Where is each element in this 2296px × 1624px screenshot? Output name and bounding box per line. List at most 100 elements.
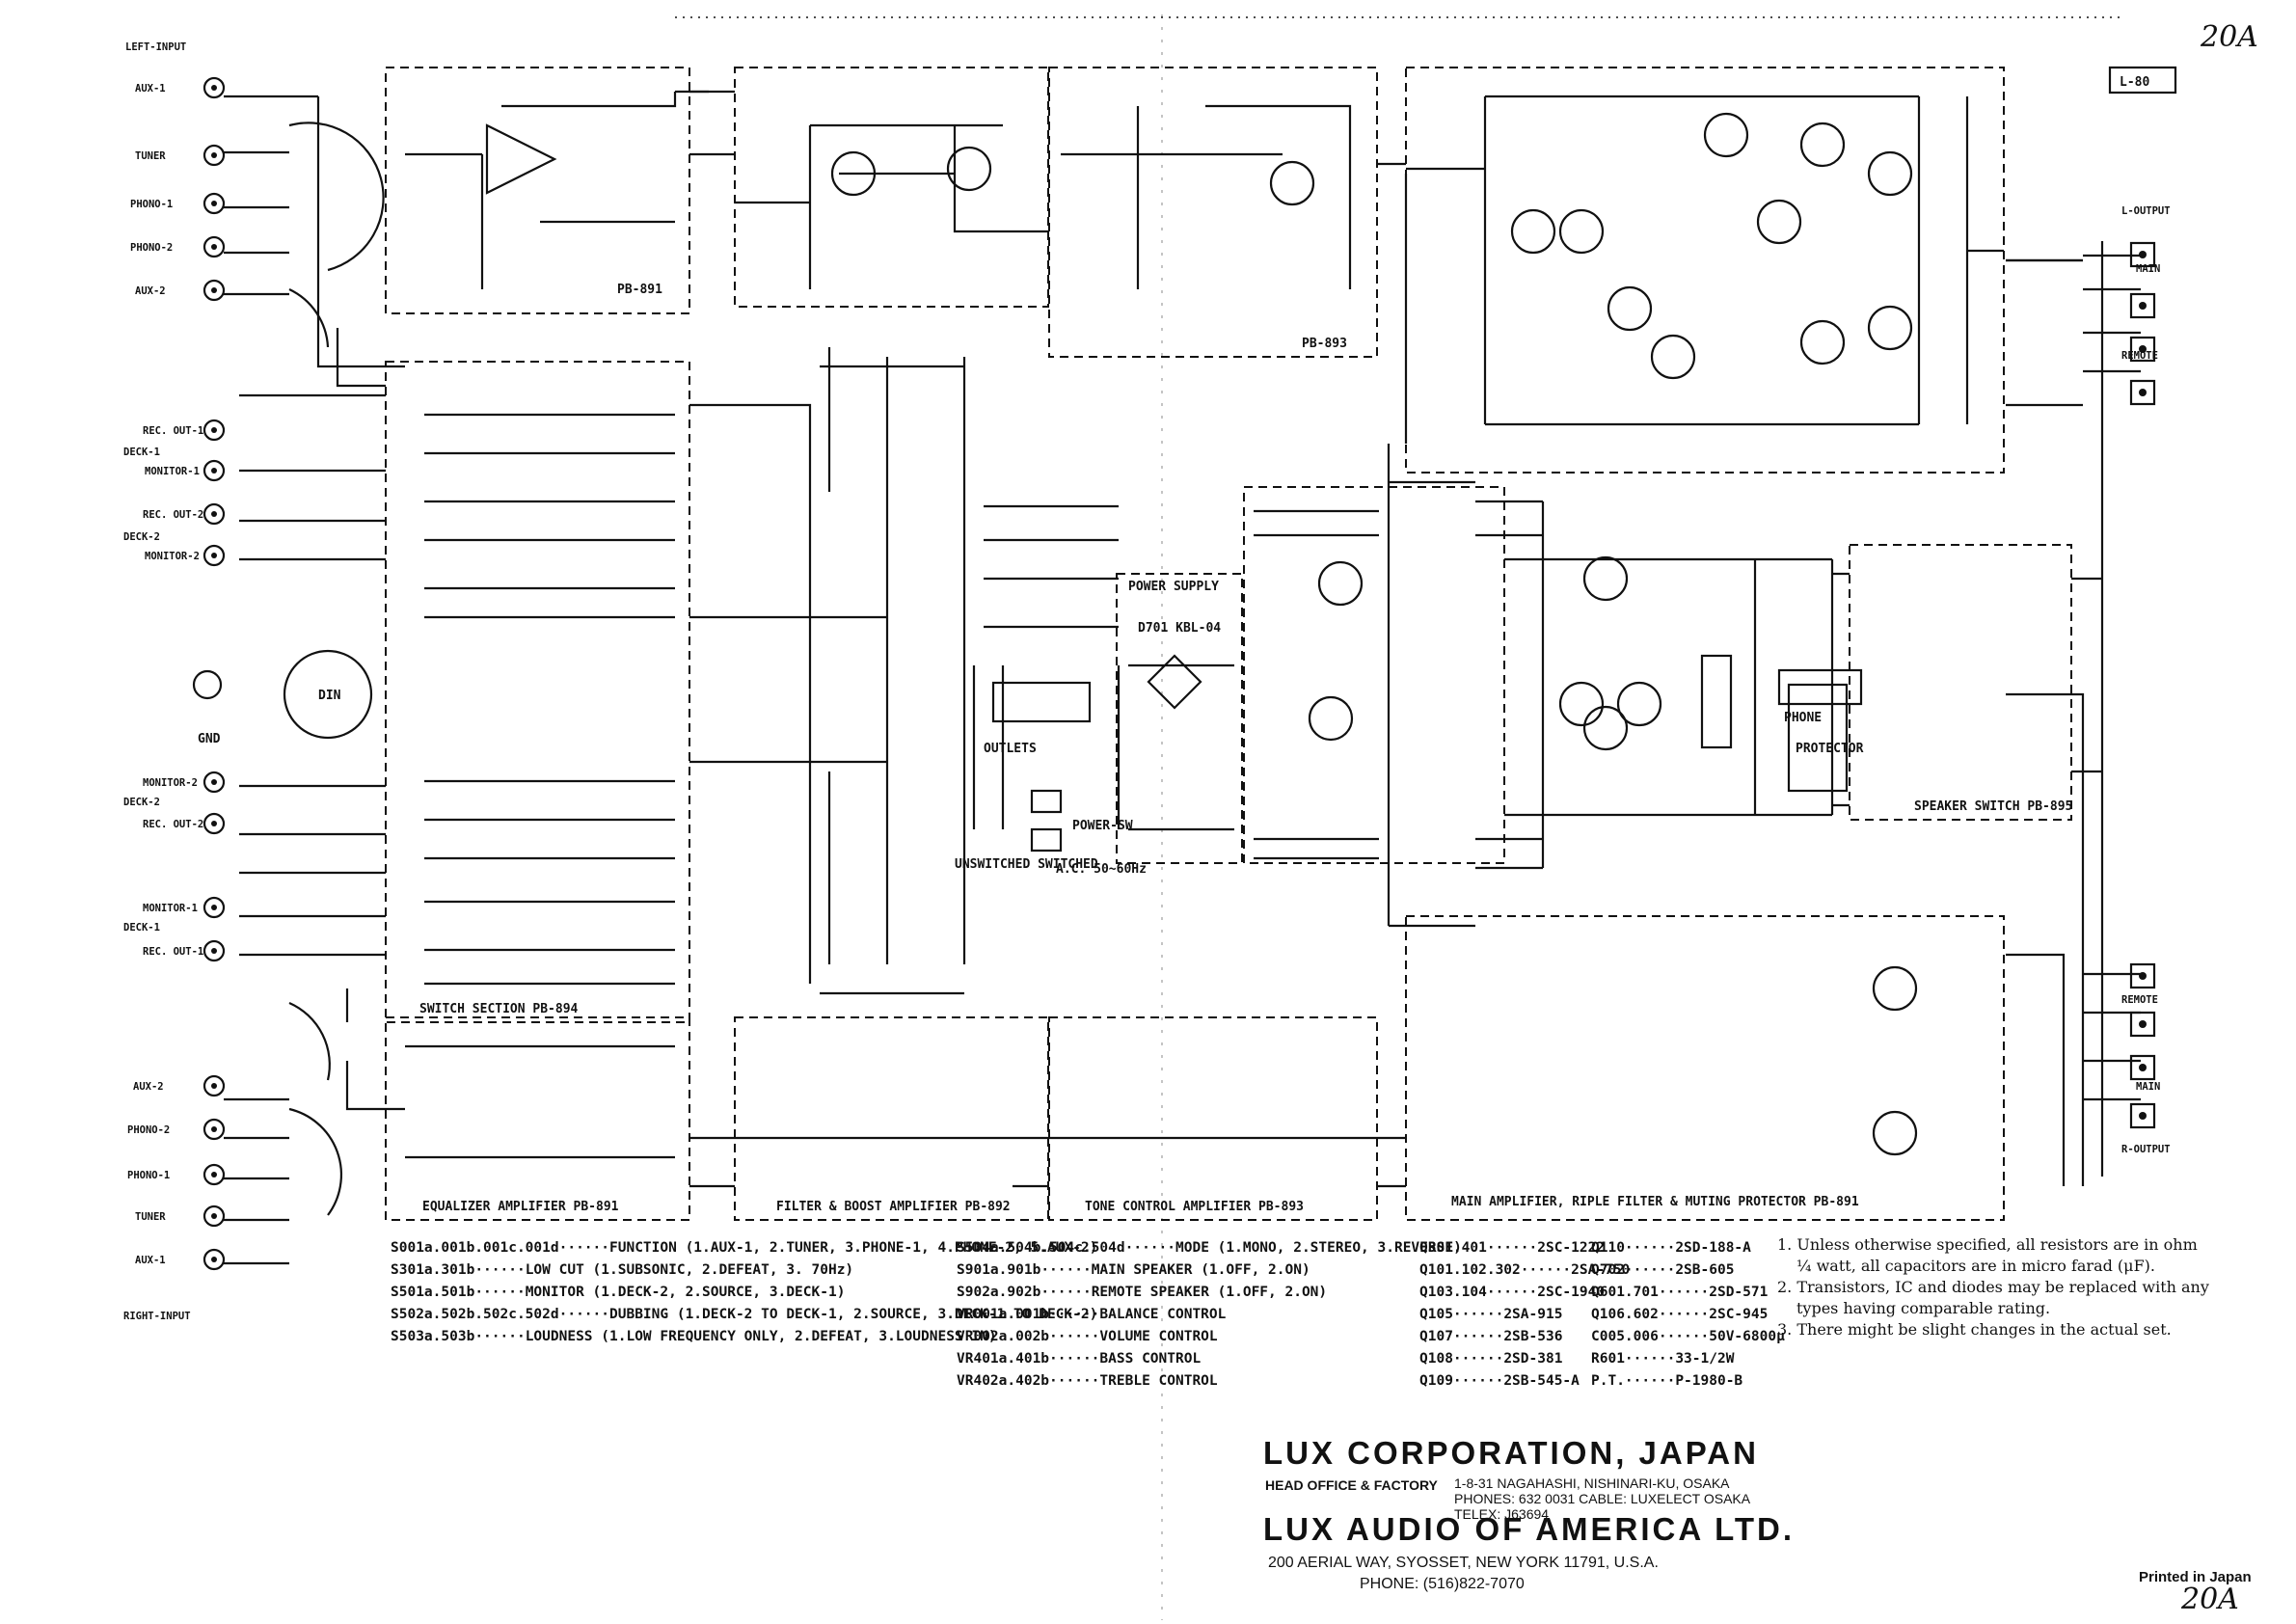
speaker-terminal-icon[interactable] (2129, 962, 2156, 989)
legend-ref: Q101.102.302 (1419, 1262, 1521, 1278)
output-label: L-OUTPUT (2121, 205, 2171, 217)
legend-leader: ······ (1520, 1262, 1572, 1278)
legend-row: VR002a.002b······VOLUME CONTROL (957, 1326, 1462, 1348)
rca-jack-icon[interactable] (203, 76, 226, 99)
rca-jack-icon[interactable] (203, 1204, 226, 1228)
legend-desc: 2SA-915 (1503, 1307, 1563, 1322)
output-label: R-OUTPUT (2121, 1144, 2171, 1155)
legend-leader: ······ (1452, 1373, 1504, 1389)
tone-control-block-top (1048, 67, 1378, 358)
rca-jack-icon[interactable] (203, 502, 226, 526)
rca-jack-icon[interactable] (203, 279, 226, 302)
speaker-terminal-icon[interactable] (2129, 1054, 2156, 1081)
speaker-terminal-icon[interactable] (2129, 336, 2156, 363)
rca-jack-icon[interactable] (203, 459, 226, 482)
legend-row: P.T.······P-1980-B (1591, 1370, 1785, 1393)
rca-jack-pin (211, 201, 217, 206)
rca-jack-icon[interactable] (203, 896, 226, 919)
output-label: REMOTE (2121, 994, 2158, 1006)
rca-jack-pin (211, 1257, 217, 1262)
legend-ref: C005.006 (1591, 1329, 1659, 1344)
rca-jack-pin (211, 779, 217, 785)
left-input-jacks (203, 76, 226, 1271)
legend-leader: ······ (1486, 1240, 1538, 1256)
legend-ref: Q601.701 (1591, 1285, 1659, 1300)
page-mark-top: 20A (2200, 20, 2258, 54)
rca-jack-icon[interactable] (203, 812, 226, 835)
rca-jack-icon[interactable] (203, 1118, 226, 1141)
legend-desc: 2SD-381 (1503, 1351, 1563, 1367)
legend-row: Q702······2SB-605 (1591, 1259, 1785, 1282)
hq-label: HEAD OFFICE & FACTORY (1265, 1477, 1438, 1493)
rca-jack-pin (211, 1172, 217, 1177)
speaker-terminal-icon[interactable] (2129, 1011, 2156, 1038)
rca-jack-icon[interactable] (203, 235, 226, 258)
input-label: MONITOR-1 (143, 903, 198, 914)
main-amp-block-bottom (1405, 915, 2005, 1221)
speaker-switch-block (1849, 544, 2072, 821)
rca-jack-pin (211, 553, 217, 558)
legend-leader: ······ (474, 1329, 526, 1344)
rca-jack-icon[interactable] (203, 771, 226, 794)
us-address: 200 AERIAL WAY, SYOSSET, NEW YORK 11791,… (1268, 1555, 1659, 1571)
rca-jack-pin (211, 511, 217, 517)
rca-jack-icon[interactable] (203, 1074, 226, 1097)
output-label: MAIN (2136, 263, 2160, 275)
label-protector: PROTECTOR (1796, 742, 1864, 756)
legend-ref: P.T. (1591, 1373, 1625, 1389)
input-label: TUNER (135, 150, 166, 162)
rca-jack-icon[interactable] (203, 144, 226, 167)
tone-control-block-bottom (1048, 1016, 1378, 1221)
legend-ref: VR402a.402b (957, 1373, 1050, 1389)
legend-desc: MONITOR (1.DECK-2, 2.SOURCE, 3.DECK-1) (525, 1285, 846, 1300)
legend-leader: ······ (1624, 1351, 1676, 1367)
input-label: PHONO-1 (127, 1170, 170, 1181)
note-line: 2. Transistors, IC and diodes may be rep… (1777, 1278, 2209, 1296)
legend-ref: S301a.301b (391, 1262, 475, 1278)
legend-leader: ······ (558, 1240, 609, 1256)
rca-jack-pin (211, 948, 217, 954)
legend-row: VR401a.401b······BASS CONTROL (957, 1348, 1462, 1370)
input-label: DECK-1 (123, 447, 160, 458)
legend-desc: TREBLE CONTROL (1099, 1373, 1218, 1389)
legend-desc: FUNCTION (1.AUX-1, 2.TUNER, 3.PHONE-1, 4… (609, 1240, 1098, 1256)
input-label: AUX-2 (135, 285, 166, 297)
input-label: RIGHT-INPUT (123, 1311, 191, 1322)
terminal-screw (2139, 1064, 2147, 1071)
terminal-screw (2139, 345, 2147, 353)
rca-jack-icon[interactable] (203, 192, 226, 215)
legend-row: Q103.104······2SC-1940 (1419, 1282, 1630, 1304)
input-label: MONITOR-2 (145, 551, 200, 562)
legend-ref: VR001a.001b (957, 1307, 1050, 1322)
label-filter-boost: FILTER & BOOST AMPLIFIER PB-892 (776, 1200, 1011, 1214)
legend-ref: Q108 (1419, 1351, 1453, 1367)
legend-ref: Q103.104 (1419, 1285, 1487, 1300)
speaker-terminal-icon[interactable] (2129, 379, 2156, 406)
note-line: 3. There might be slight changes in the … (1777, 1320, 2172, 1339)
rca-jack-icon[interactable] (203, 419, 226, 442)
output-label: MAIN (2136, 1081, 2160, 1093)
legend-ref: Q110 (1591, 1240, 1625, 1256)
legend-leader: ······ (1049, 1329, 1100, 1344)
speaker-output-terminals (2129, 241, 2156, 1129)
speaker-terminal-icon[interactable] (2129, 292, 2156, 319)
legend-leader: ······ (558, 1307, 609, 1322)
legend-desc: 2SD-188-A (1675, 1240, 1751, 1256)
legend-row: Q105······2SA-915 (1419, 1304, 1630, 1326)
legend-ref: S501a.501b (391, 1285, 475, 1300)
rca-jack-icon[interactable] (203, 939, 226, 962)
note-line: types having comparable rating. (1796, 1299, 2051, 1317)
input-label: REC. OUT-2 (143, 819, 203, 830)
rca-jack-pin (211, 905, 217, 910)
legend-row: S504a.504b.504c.504d······MODE (1.MONO, … (957, 1237, 1462, 1259)
label-rectifier: D701 KBL-04 (1138, 621, 1221, 636)
us-name: LUX AUDIO OF AMERICA LTD. (1263, 1511, 1796, 1547)
rca-jack-icon[interactable] (203, 1163, 226, 1186)
speaker-terminal-icon[interactable] (2129, 1102, 2156, 1129)
legend-desc: 2SA-750 (1571, 1262, 1631, 1278)
input-label: PHONO-2 (130, 242, 173, 254)
rca-jack-icon[interactable] (203, 544, 226, 567)
hq-address: 1-8-31 NAGAHASHI, NISHINARI-KU, OSAKA PH… (1454, 1475, 1750, 1522)
rca-jack-icon[interactable] (203, 1248, 226, 1271)
